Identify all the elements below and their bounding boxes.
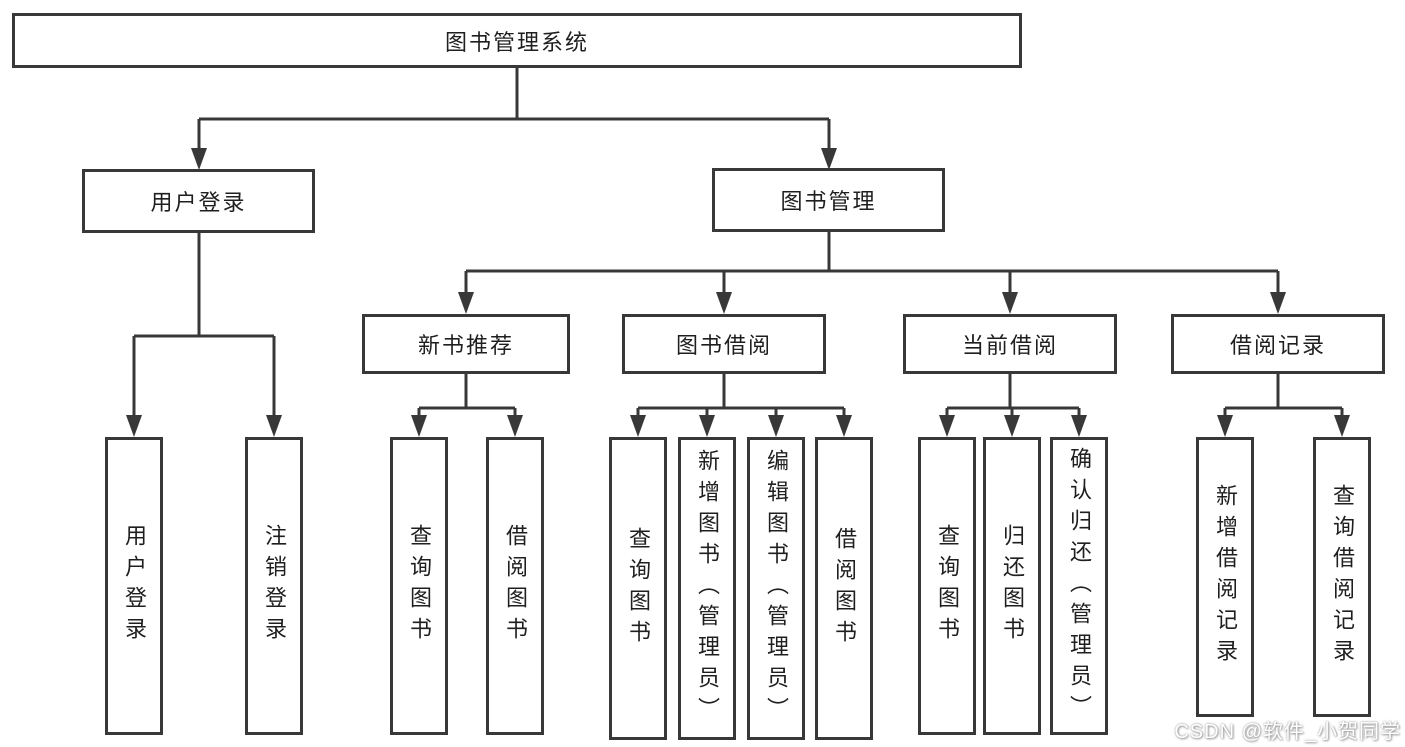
- node-library-system-root: 图书管理系统: [12, 13, 1022, 68]
- leaf-return-books: 归还图书: [983, 437, 1041, 735]
- leaf-user-login: 用户登录: [105, 437, 163, 735]
- leaf-current-query-books: 查询图书: [918, 437, 976, 735]
- node-book-management: 图书管理: [712, 168, 945, 232]
- connector-recommend-to-leaves: [411, 374, 523, 437]
- leaf-recommend-query-books: 查询图书: [390, 437, 448, 735]
- leaf-edit-books-admin: 编辑图书（管理员）: [747, 437, 805, 740]
- leaf-confirm-return-admin: 确认归还（管理员）: [1050, 437, 1108, 735]
- node-borrowing-records: 借阅记录: [1171, 314, 1385, 374]
- connector-records-to-leaves: [1217, 374, 1350, 437]
- leaf-query-borrow-record: 查询借阅记录: [1313, 437, 1371, 717]
- node-current-borrowing: 当前借阅: [903, 314, 1117, 374]
- connector-book-management-to-level3: [458, 232, 1286, 314]
- leaf-add-borrow-record: 新增借阅记录: [1196, 437, 1254, 717]
- node-book-borrowing: 图书借阅: [622, 314, 826, 374]
- connector-current-to-leaves: [939, 374, 1087, 437]
- node-user-login: 用户登录: [82, 169, 315, 233]
- connector-borrowing-to-leaves: [630, 374, 852, 437]
- leaf-borrowing-query-books: 查询图书: [609, 437, 667, 740]
- csdn-watermark: CSDN @软件_小贺同学: [1174, 721, 1401, 743]
- leaf-logout-login: 注销登录: [245, 437, 303, 735]
- leaf-add-books-admin: 新增图书（管理员）: [678, 437, 736, 740]
- node-new-book-recommendation: 新书推荐: [362, 314, 570, 374]
- leaf-borrowing-borrow-books: 借阅图书: [815, 437, 873, 740]
- connector-root-to-level2: [191, 68, 837, 170]
- leaf-recommend-borrow-books: 借阅图书: [486, 437, 544, 735]
- connector-user-login-to-leaves: [126, 232, 282, 437]
